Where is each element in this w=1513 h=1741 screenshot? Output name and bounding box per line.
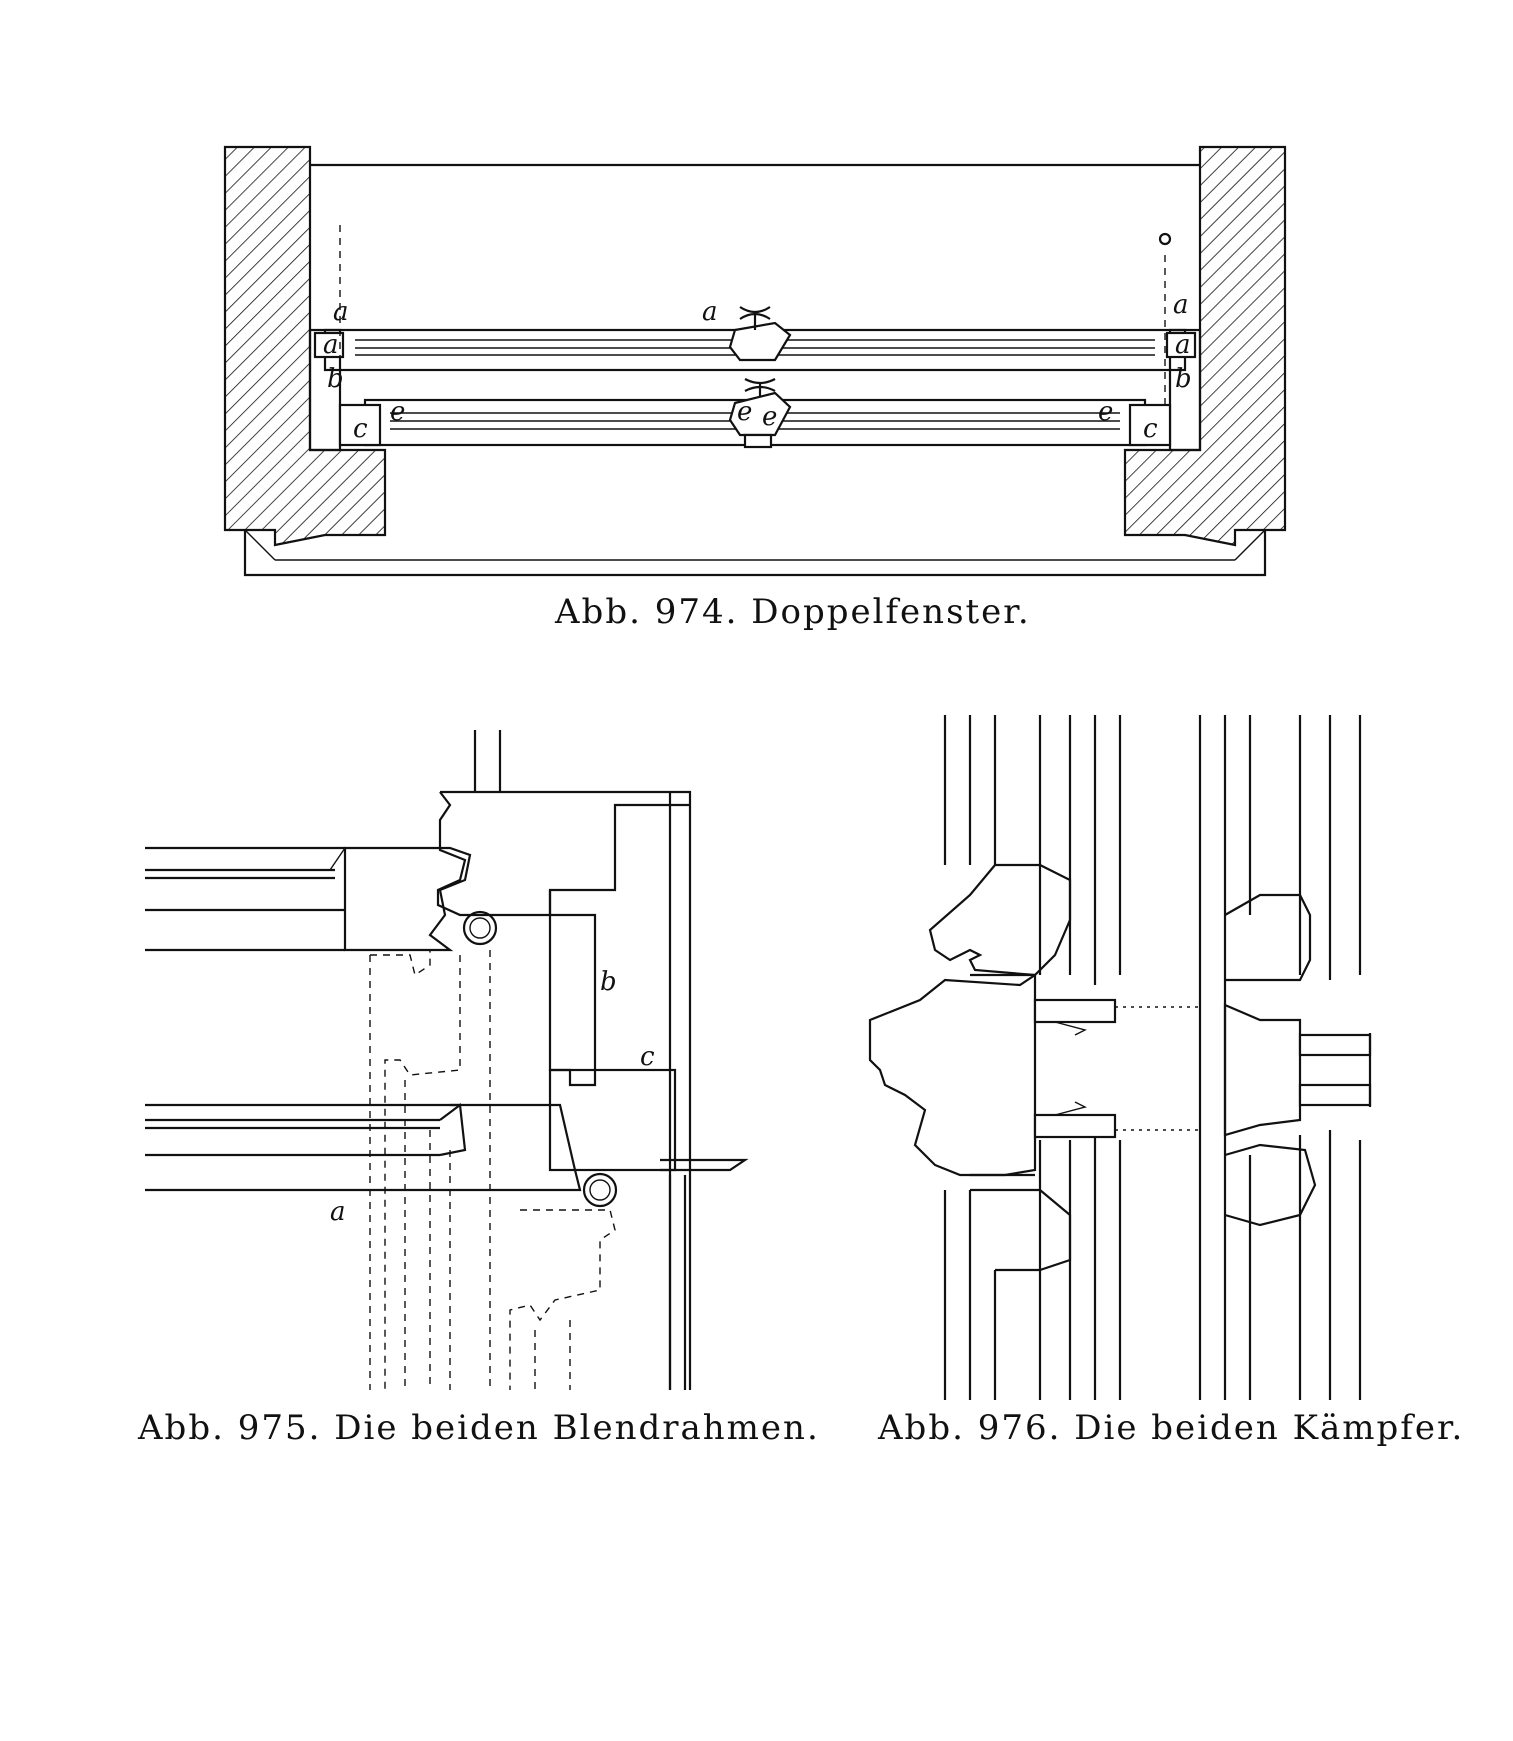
right-wall-hatched [1123, 145, 1287, 547]
label-a1: a [323, 330, 339, 360]
label-a: a [330, 1197, 346, 1227]
caption-974: Abb. 974. Doppelfenster. [555, 592, 1031, 632]
center-mullion-outer [728, 321, 792, 362]
label-e2: e [737, 397, 752, 427]
label-b1: b [327, 364, 344, 394]
center-sill-block [743, 433, 773, 449]
figure-976-drawing [860, 715, 1380, 1400]
left-wall-hatched [223, 145, 387, 547]
label-c1: c [353, 414, 368, 444]
block-a-left [313, 331, 345, 359]
center-mullion-inner [728, 391, 792, 437]
figure-974-drawing: a a a a a b b c c e e e e [215, 135, 1295, 590]
block-a-right [1165, 331, 1197, 359]
label-a4: a [1173, 290, 1189, 320]
doppelfenster-plan-svg: a a a a a b b c c e e e e [223, 145, 1287, 577]
figure-975-drawing: b c a [140, 730, 760, 1400]
caption-975: Abb. 975. Die beiden Blendrahmen. [138, 1408, 820, 1448]
kaempfer-section-svg [868, 715, 1372, 1400]
caption-976: Abb. 976. Die beiden Kämpfer. [878, 1408, 1465, 1448]
label-e4: e [1098, 397, 1113, 427]
label-a5: a [1175, 330, 1191, 360]
label-c2: c [1143, 414, 1158, 444]
block-c-right [1128, 403, 1172, 447]
label-a3: a [702, 297, 718, 327]
label-e1: e [390, 397, 405, 427]
label-e3: e [762, 402, 777, 432]
block-c-left [338, 403, 382, 447]
label-b: b [600, 967, 617, 997]
label-a2: a [333, 297, 349, 327]
label-c: c [640, 1042, 655, 1072]
blendrahmen-section-svg: b c a [145, 730, 749, 1390]
label-b2: b [1175, 364, 1192, 394]
